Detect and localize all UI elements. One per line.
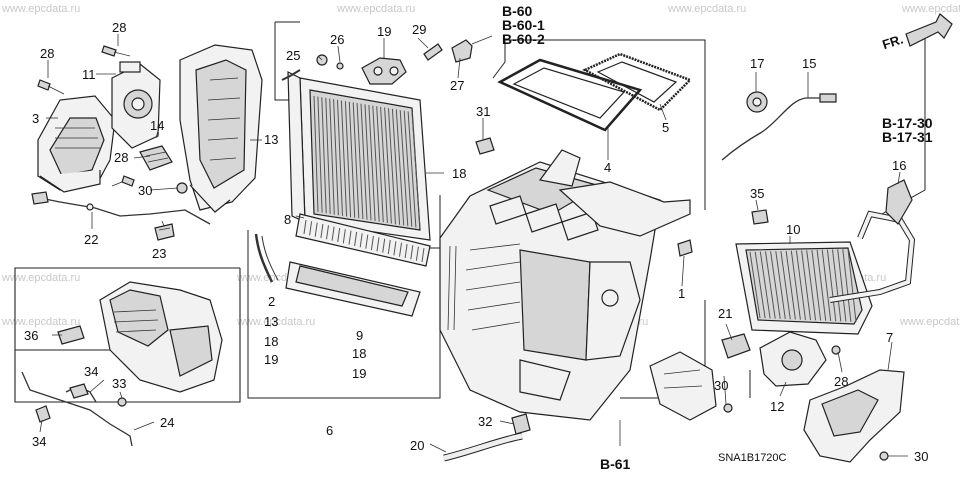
label-part-31: 31 xyxy=(476,104,490,119)
part-9-filter-lid xyxy=(285,261,421,317)
label-part-24: 24 xyxy=(160,415,174,430)
label-part-9: 9 xyxy=(356,328,363,343)
label-part-18: 18 xyxy=(264,334,278,349)
label-part-26: 26 xyxy=(330,32,344,47)
label-part-5: 5 xyxy=(662,120,669,135)
reference-labels: B-60 B-60-1 B-60-2 B-17-30 B-17-31 B-61 … xyxy=(502,3,933,472)
label-part-28: 28 xyxy=(112,20,126,35)
bracket-middle xyxy=(649,351,889,461)
label-part-19: 19 xyxy=(377,24,391,39)
part-18-evaporator xyxy=(281,69,431,241)
label-part-28: 28 xyxy=(40,46,54,61)
part-24-harness xyxy=(21,371,133,447)
label-part-33: 33 xyxy=(112,376,126,391)
part-20-drain-hose xyxy=(443,413,531,462)
part-4-seal xyxy=(497,58,643,132)
watermark: www.epcdata.ru xyxy=(2,3,81,15)
ref-b17-30: B-17-30 xyxy=(882,115,933,131)
part-labels: 28 28 11 3 14 28 30 13 22 23 25 26 19 29… xyxy=(24,20,928,464)
label-part-4: 4 xyxy=(604,160,611,175)
label-part-21: 21 xyxy=(718,306,732,321)
watermark: www.epcdata.ru xyxy=(668,3,747,15)
ref-b60: B-60 xyxy=(502,3,533,19)
ref-b61: B-61 xyxy=(600,456,631,472)
fasteners-top xyxy=(316,35,493,70)
label-part-6: 6 xyxy=(326,423,333,438)
label-part-14: 14 xyxy=(150,118,164,133)
label-part-32: 32 xyxy=(478,414,492,429)
label-part-30: 30 xyxy=(714,378,728,393)
label-part-2: 2 xyxy=(268,294,275,309)
label-part-8: 8 xyxy=(284,212,291,227)
grommets xyxy=(475,137,769,257)
part-8-filter xyxy=(295,213,431,267)
ref-b60-1: B-60-1 xyxy=(502,17,545,33)
part-12-motor xyxy=(759,331,841,387)
label-part-12: 12 xyxy=(770,399,784,414)
watermark: www.epcdata.ru xyxy=(337,3,416,15)
part-15-cable xyxy=(721,93,837,161)
watermark: www.epcdata.ru xyxy=(902,3,960,15)
part-11-motor xyxy=(111,61,161,149)
label-part-1: 1 xyxy=(678,286,685,301)
label-part-17: 17 xyxy=(750,56,764,71)
ref-b17-31: B-17-31 xyxy=(882,129,933,145)
part-6-main-case xyxy=(439,149,691,421)
label-part-36: 36 xyxy=(24,328,38,343)
label-part-18: 18 xyxy=(352,346,366,361)
diagram-code: SNA1B1720C xyxy=(718,452,787,464)
part-17-sensor xyxy=(746,91,768,113)
part-2-drain-hose xyxy=(254,233,279,283)
label-part-13: 13 xyxy=(264,132,278,147)
label-part-16: 16 xyxy=(892,158,906,173)
label-part-28: 28 xyxy=(834,374,848,389)
label-part-18: 18 xyxy=(452,166,466,181)
watermark: www.epcdata.ru xyxy=(900,316,960,328)
label-part-19: 19 xyxy=(352,366,366,381)
leader-lines xyxy=(39,34,908,457)
part-5-seal xyxy=(582,52,693,112)
part-7-foot-duct xyxy=(803,369,905,463)
part-10-heater-core xyxy=(735,210,916,335)
label-part-34: 34 xyxy=(84,364,98,379)
label-part-22: 22 xyxy=(84,232,98,247)
label-part-27: 27 xyxy=(450,78,464,93)
label-part-10: 10 xyxy=(786,222,800,237)
part-23-clips xyxy=(154,223,175,241)
part-14-connector xyxy=(139,145,173,171)
part-16-pipe-grommet xyxy=(885,179,913,225)
watermark: www.epcdata.ru xyxy=(2,272,81,284)
ref-b60-2: B-60-2 xyxy=(502,31,545,47)
label-part-7: 7 xyxy=(886,330,893,345)
label-part-3: 3 xyxy=(32,111,39,126)
label-part-20: 20 xyxy=(410,438,424,453)
label-part-23: 23 xyxy=(152,246,166,261)
part-19-gasket xyxy=(361,57,407,85)
label-part-35: 35 xyxy=(750,186,764,201)
inset-heater-unit xyxy=(57,281,223,393)
label-part-29: 29 xyxy=(412,22,426,37)
watermark: www.epcdata.ru xyxy=(2,316,81,328)
label-part-15: 15 xyxy=(802,56,816,71)
label-part-28: 28 xyxy=(114,150,128,165)
label-part-25: 25 xyxy=(286,48,300,63)
label-part-30: 30 xyxy=(914,449,928,464)
part-3-intake-housing xyxy=(37,95,116,193)
label-part-30: 30 xyxy=(138,183,152,198)
label-part-13: 13 xyxy=(264,314,278,329)
part-22-sensor xyxy=(31,191,211,225)
part-21-actuator xyxy=(721,333,751,359)
front-direction-arrow xyxy=(905,13,953,47)
direction-label: FR. xyxy=(880,31,905,52)
part-13-side-housing xyxy=(179,44,263,213)
label-part-34: 34 xyxy=(32,434,46,449)
watermark: www.epcdata.ru xyxy=(237,316,316,328)
label-part-11: 11 xyxy=(82,67,96,82)
label-part-19: 19 xyxy=(264,352,278,367)
